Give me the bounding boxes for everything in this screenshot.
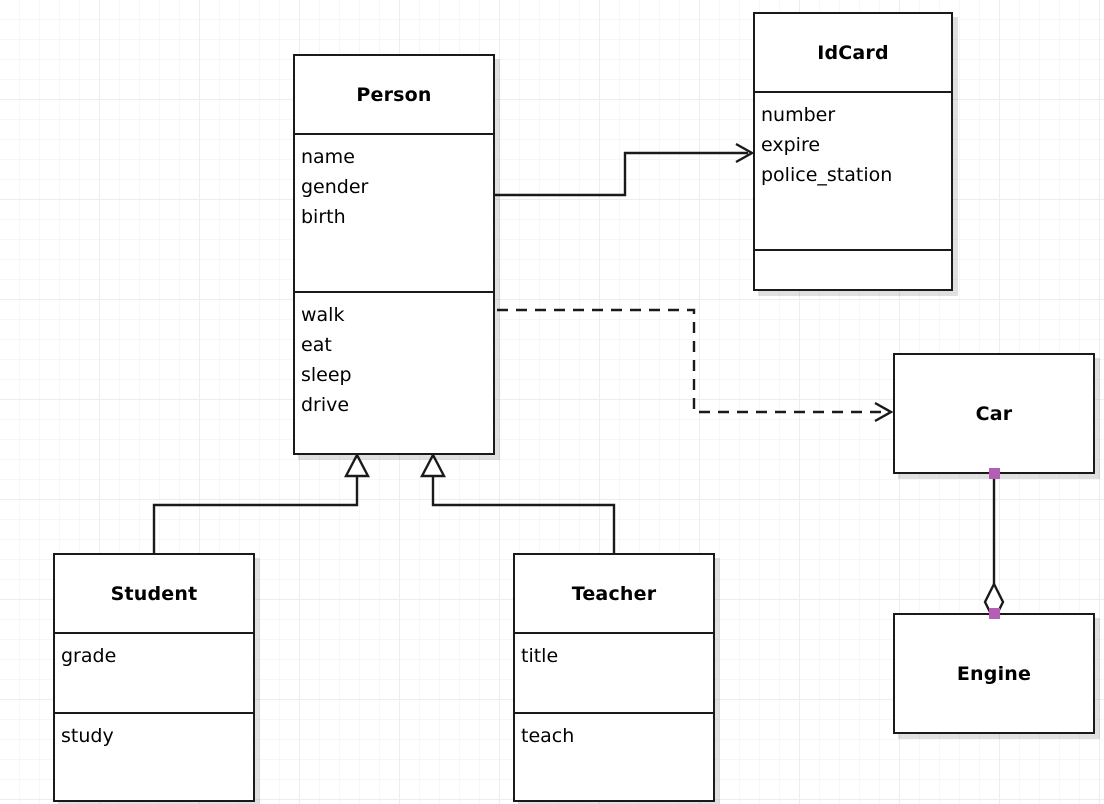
attributes-person: name gender birth (295, 133, 493, 291)
class-box-person[interactable]: Person name gender birth walk eat sleep … (293, 54, 495, 455)
attribute-item: expire (761, 134, 821, 156)
attribute-item: number (761, 104, 836, 126)
class-box-student[interactable]: Student grade study (53, 553, 255, 802)
operations-idcard (755, 249, 951, 289)
operation-item: eat (301, 334, 332, 356)
attribute-item: title (521, 645, 559, 667)
class-name-car: Car (975, 402, 1013, 425)
class-box-engine[interactable]: Engine (893, 613, 1095, 734)
class-box-idcard[interactable]: IdCard number expire police_station (753, 12, 953, 291)
attributes-idcard: number expire police_station (755, 91, 951, 249)
connector-person-car[interactable] (497, 308, 894, 423)
connector-teacher-person[interactable] (420, 452, 616, 553)
attribute-item: gender (301, 176, 369, 198)
operation-item: drive (301, 394, 350, 416)
attribute-item: birth (301, 206, 346, 228)
operation-item: walk (301, 304, 345, 326)
class-box-teacher[interactable]: Teacher title teach (513, 553, 715, 802)
operation-item: sleep (301, 364, 352, 386)
attributes-teacher: title (515, 632, 713, 712)
attributes-student: grade (55, 632, 253, 712)
operation-item: study (61, 725, 114, 747)
connector-student-person[interactable] (152, 452, 370, 553)
attribute-item: name (301, 146, 355, 168)
class-name-idcard: IdCard (817, 41, 889, 64)
connector-car-engine[interactable] (983, 474, 1005, 623)
operations-student: study (55, 712, 253, 800)
attribute-item: grade (61, 645, 117, 667)
operation-item: teach (521, 725, 575, 747)
class-name-person: Person (356, 83, 432, 106)
class-name-teacher: Teacher (571, 582, 657, 605)
class-name-engine: Engine (956, 662, 1032, 685)
operations-person: walk eat sleep drive (295, 291, 493, 453)
connector-person-idcard[interactable] (495, 142, 755, 197)
connector-handle-target[interactable] (989, 608, 1000, 619)
attribute-item: police_station (761, 164, 893, 186)
operations-teacher: teach (515, 712, 713, 800)
class-box-car[interactable]: Car (893, 353, 1095, 474)
connector-handle-source[interactable] (989, 468, 1000, 479)
class-name-student: Student (110, 582, 198, 605)
